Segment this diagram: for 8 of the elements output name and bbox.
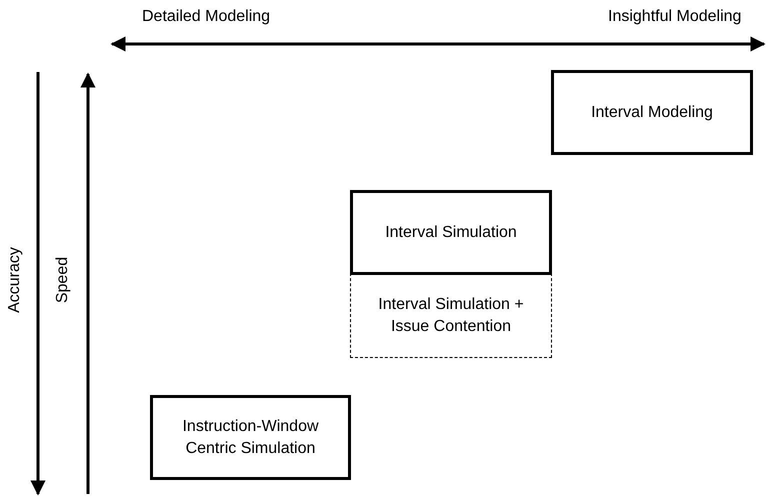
axis-label: Detailed Modeling xyxy=(142,8,270,26)
model-box: Interval Modeling xyxy=(551,70,753,155)
axis-label: Speed xyxy=(54,256,72,304)
model-box: Interval Simulation xyxy=(350,190,552,275)
axis-label: Accuracy xyxy=(6,247,24,313)
axis-label: Insightful Modeling xyxy=(608,8,742,26)
model-box: Instruction-Window Centric Simulation xyxy=(150,395,351,480)
model-box: Interval Simulation + Issue Contention xyxy=(350,273,552,358)
